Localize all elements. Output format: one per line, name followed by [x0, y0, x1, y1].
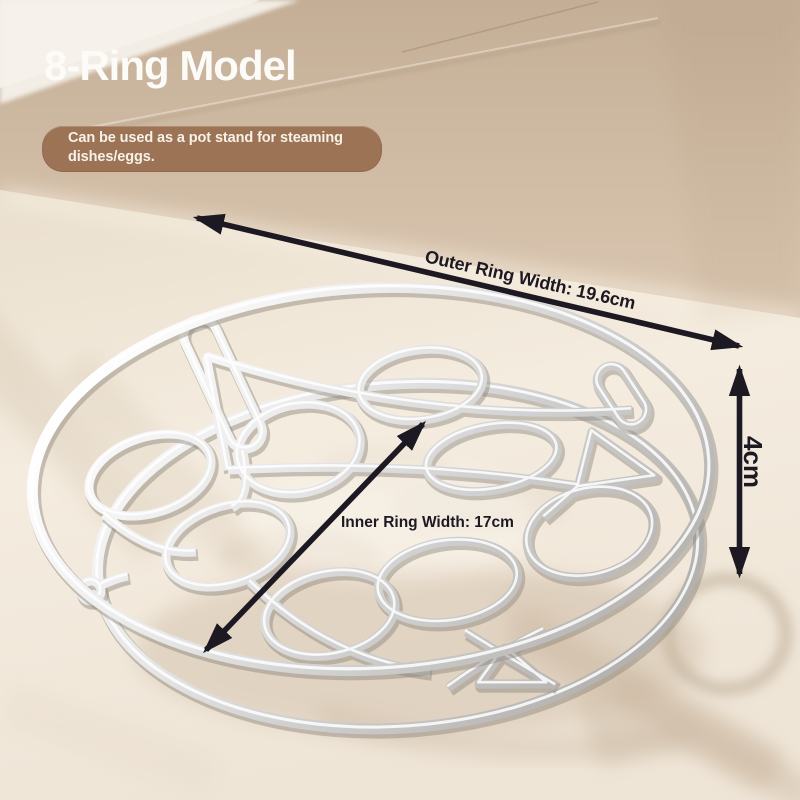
feature-badge: Can be used as a pot stand for steaming …: [42, 126, 382, 172]
inner-width-arrow: [202, 420, 427, 654]
height-label: 4cm: [738, 436, 768, 488]
feature-badge-text: Can be used as a pot stand for steaming …: [68, 130, 343, 165]
inner-width-label: Inner Ring Width: 17cm: [341, 514, 514, 531]
inner-width-annotation: Inner Ring Width: 17cm: [202, 420, 514, 654]
outer-width-arrow: [192, 213, 744, 351]
shelf-edge: [0, 0, 300, 104]
page-title: 8-Ring Model: [44, 42, 297, 89]
height-annotation: 4cm: [728, 364, 768, 579]
